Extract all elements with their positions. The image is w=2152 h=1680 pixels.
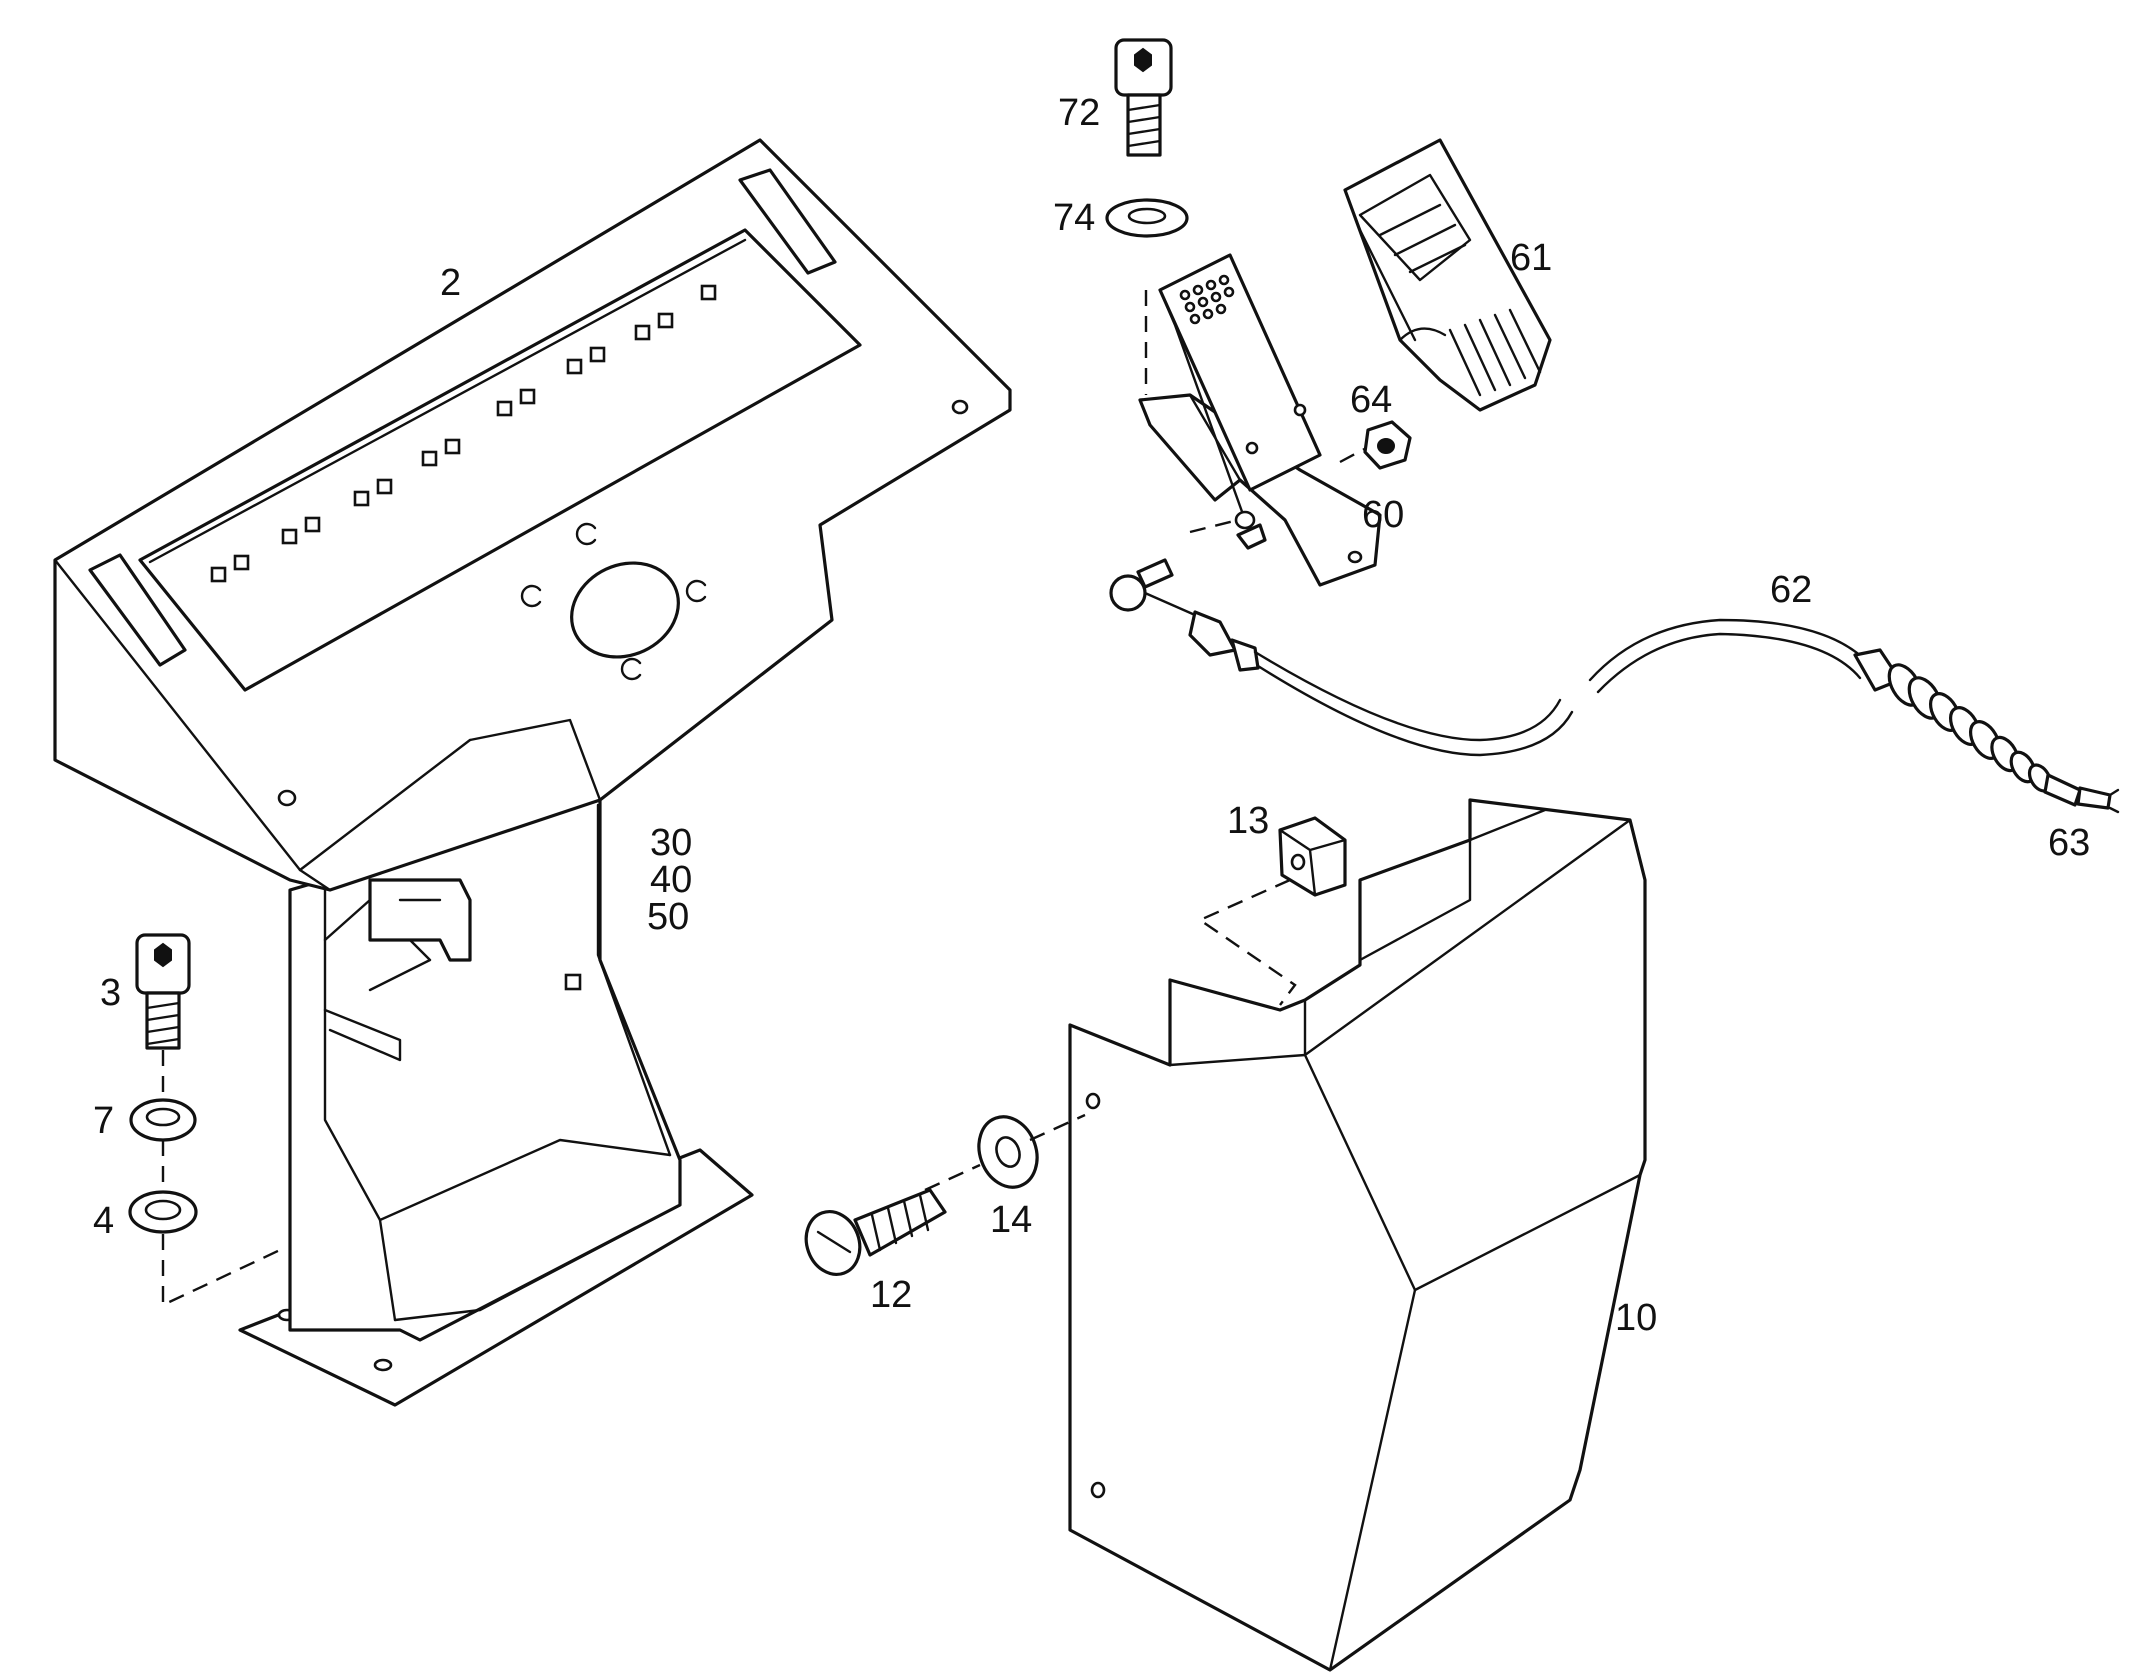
screw-72 [1114, 38, 1173, 157]
callout-10: 10 [1615, 1297, 1657, 1339]
console-housing [53, 138, 1012, 1407]
callout-labels: 2 3 7 4 30 40 50 72 74 61 64 60 62 63 13… [93, 92, 2090, 1339]
callout-2: 2 [440, 262, 461, 304]
callout-61: 61 [1510, 237, 1552, 279]
callout-63: 63 [2048, 822, 2090, 864]
callout-50: 50 [647, 896, 689, 938]
square-nut-13 [1278, 816, 1347, 897]
callout-14: 14 [990, 1199, 1032, 1241]
callout-74: 74 [1053, 197, 1095, 239]
callout-30: 30 [650, 822, 692, 864]
pedal-assembly-60 [1138, 253, 1382, 587]
callout-13: 13 [1227, 800, 1269, 842]
callout-12: 12 [870, 1274, 912, 1316]
callout-7: 7 [93, 1100, 114, 1142]
spring-washer-7 [129, 1098, 197, 1142]
callout-62: 62 [1770, 569, 1812, 611]
pedal-grip-holes [1179, 274, 1235, 325]
indicator-squares [210, 284, 717, 583]
bowden-cable-62 [1109, 558, 2120, 814]
washer-4 [128, 1190, 198, 1234]
callout-60: 60 [1362, 494, 1404, 536]
cable-sleeve [1853, 648, 2120, 814]
nut-64 [1363, 420, 1412, 470]
callout-64: 64 [1350, 379, 1392, 421]
callout-40: 40 [650, 859, 692, 901]
washer-14 [977, 1115, 1039, 1189]
callout-4: 4 [93, 1200, 114, 1242]
pedal-pad-61 [1343, 138, 1552, 412]
washer-74 [1105, 198, 1189, 238]
callout-72: 72 [1058, 92, 1100, 134]
screw-3 [135, 933, 191, 1050]
screw-12 [804, 1188, 947, 1276]
callout-3: 3 [100, 972, 121, 1014]
cover-panel-10 [1068, 798, 1647, 1672]
